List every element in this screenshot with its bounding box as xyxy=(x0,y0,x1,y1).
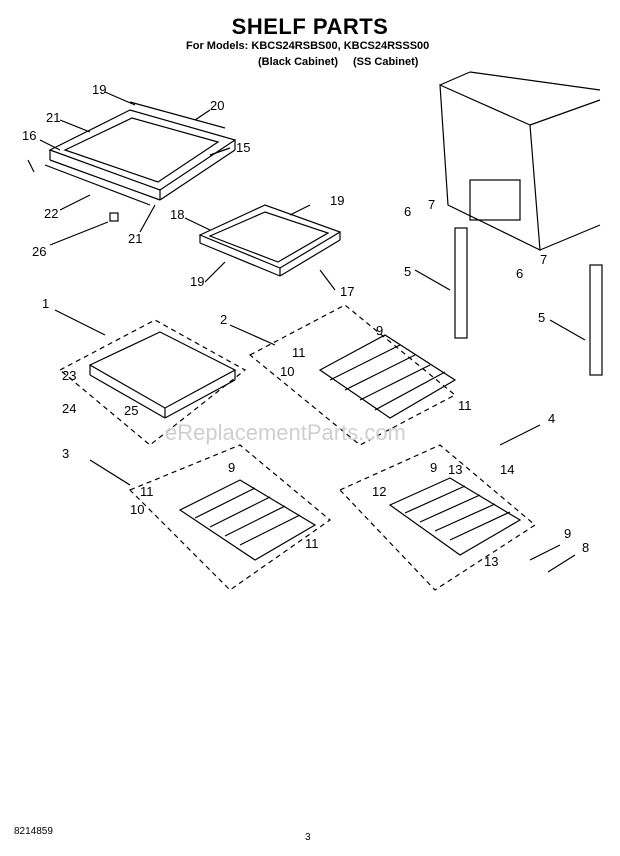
callout-label: 11 xyxy=(458,398,472,413)
callout-label: 21 xyxy=(46,110,60,125)
leader-lines xyxy=(39,91,586,573)
shelf-assembly-4 xyxy=(388,477,522,556)
callout-label: 10 xyxy=(130,502,144,517)
callout-label: 7 xyxy=(428,197,435,212)
callout-label: 9 xyxy=(376,323,383,338)
rails xyxy=(454,227,603,376)
callout-label: 5 xyxy=(404,264,411,279)
callout-label: 11 xyxy=(292,345,306,360)
cabinet-black-label: (Black Cabinet) xyxy=(258,56,339,68)
callout-labels: 19 20 21 16 15 22 21 26 19 18 19 17 6 7 … xyxy=(22,82,589,569)
callout-label: 25 xyxy=(124,403,138,418)
callout-label: 5 xyxy=(538,310,545,325)
callout-label: 10 xyxy=(280,364,294,379)
callout-label: 13 xyxy=(448,462,462,477)
cabinet-ss-label: (SS Cabinet) xyxy=(353,56,419,68)
callout-label: 19 xyxy=(190,274,204,289)
callout-label: 8 xyxy=(582,540,589,555)
small-shelf xyxy=(198,204,342,277)
page-number: 3 xyxy=(305,832,311,843)
callout-label: 3 xyxy=(62,446,69,461)
callout-label: 18 xyxy=(170,207,184,222)
callout-label: 24 xyxy=(62,401,76,416)
callout-label: 9 xyxy=(430,460,437,475)
callout-label: 6 xyxy=(516,266,523,281)
callout-label: 21 xyxy=(128,231,142,246)
glass-shelf-top xyxy=(27,101,237,222)
callout-label: 11 xyxy=(140,484,154,499)
callout-label: 14 xyxy=(500,462,514,477)
callout-label: 9 xyxy=(228,460,235,475)
callout-label: 23 xyxy=(62,368,76,383)
callout-label: 19 xyxy=(92,82,106,97)
shelf-assembly-2 xyxy=(318,334,457,419)
callout-label: 16 xyxy=(22,128,36,143)
callout-label: 26 xyxy=(32,244,46,259)
models-line: For Models: KBCS24RSBS00, KBCS24RSSS00 xyxy=(186,40,430,52)
callout-label: 20 xyxy=(210,98,224,113)
callout-label: 13 xyxy=(484,554,498,569)
callout-label: 15 xyxy=(236,140,250,155)
callout-label: 17 xyxy=(340,284,354,299)
shelf-assembly-1 xyxy=(88,331,237,419)
callout-label: 4 xyxy=(548,411,555,426)
doc-number: 8214859 xyxy=(14,826,53,837)
callout-label: 6 xyxy=(404,204,411,219)
callout-label: 2 xyxy=(220,312,227,327)
callout-label: 22 xyxy=(44,206,58,221)
page-title: SHELF PARTS xyxy=(231,14,389,39)
callout-label: 19 xyxy=(330,193,344,208)
callout-label: 7 xyxy=(540,252,547,267)
shelf-assembly-3 xyxy=(178,479,317,561)
dashed-groups xyxy=(58,304,537,591)
callout-label: 1 xyxy=(42,296,49,311)
callout-label: 11 xyxy=(305,536,319,551)
watermark: eReplacementParts.com xyxy=(165,420,406,445)
cabinet-interior xyxy=(439,71,601,252)
callout-label: 9 xyxy=(564,526,571,541)
callout-label: 12 xyxy=(372,484,386,499)
